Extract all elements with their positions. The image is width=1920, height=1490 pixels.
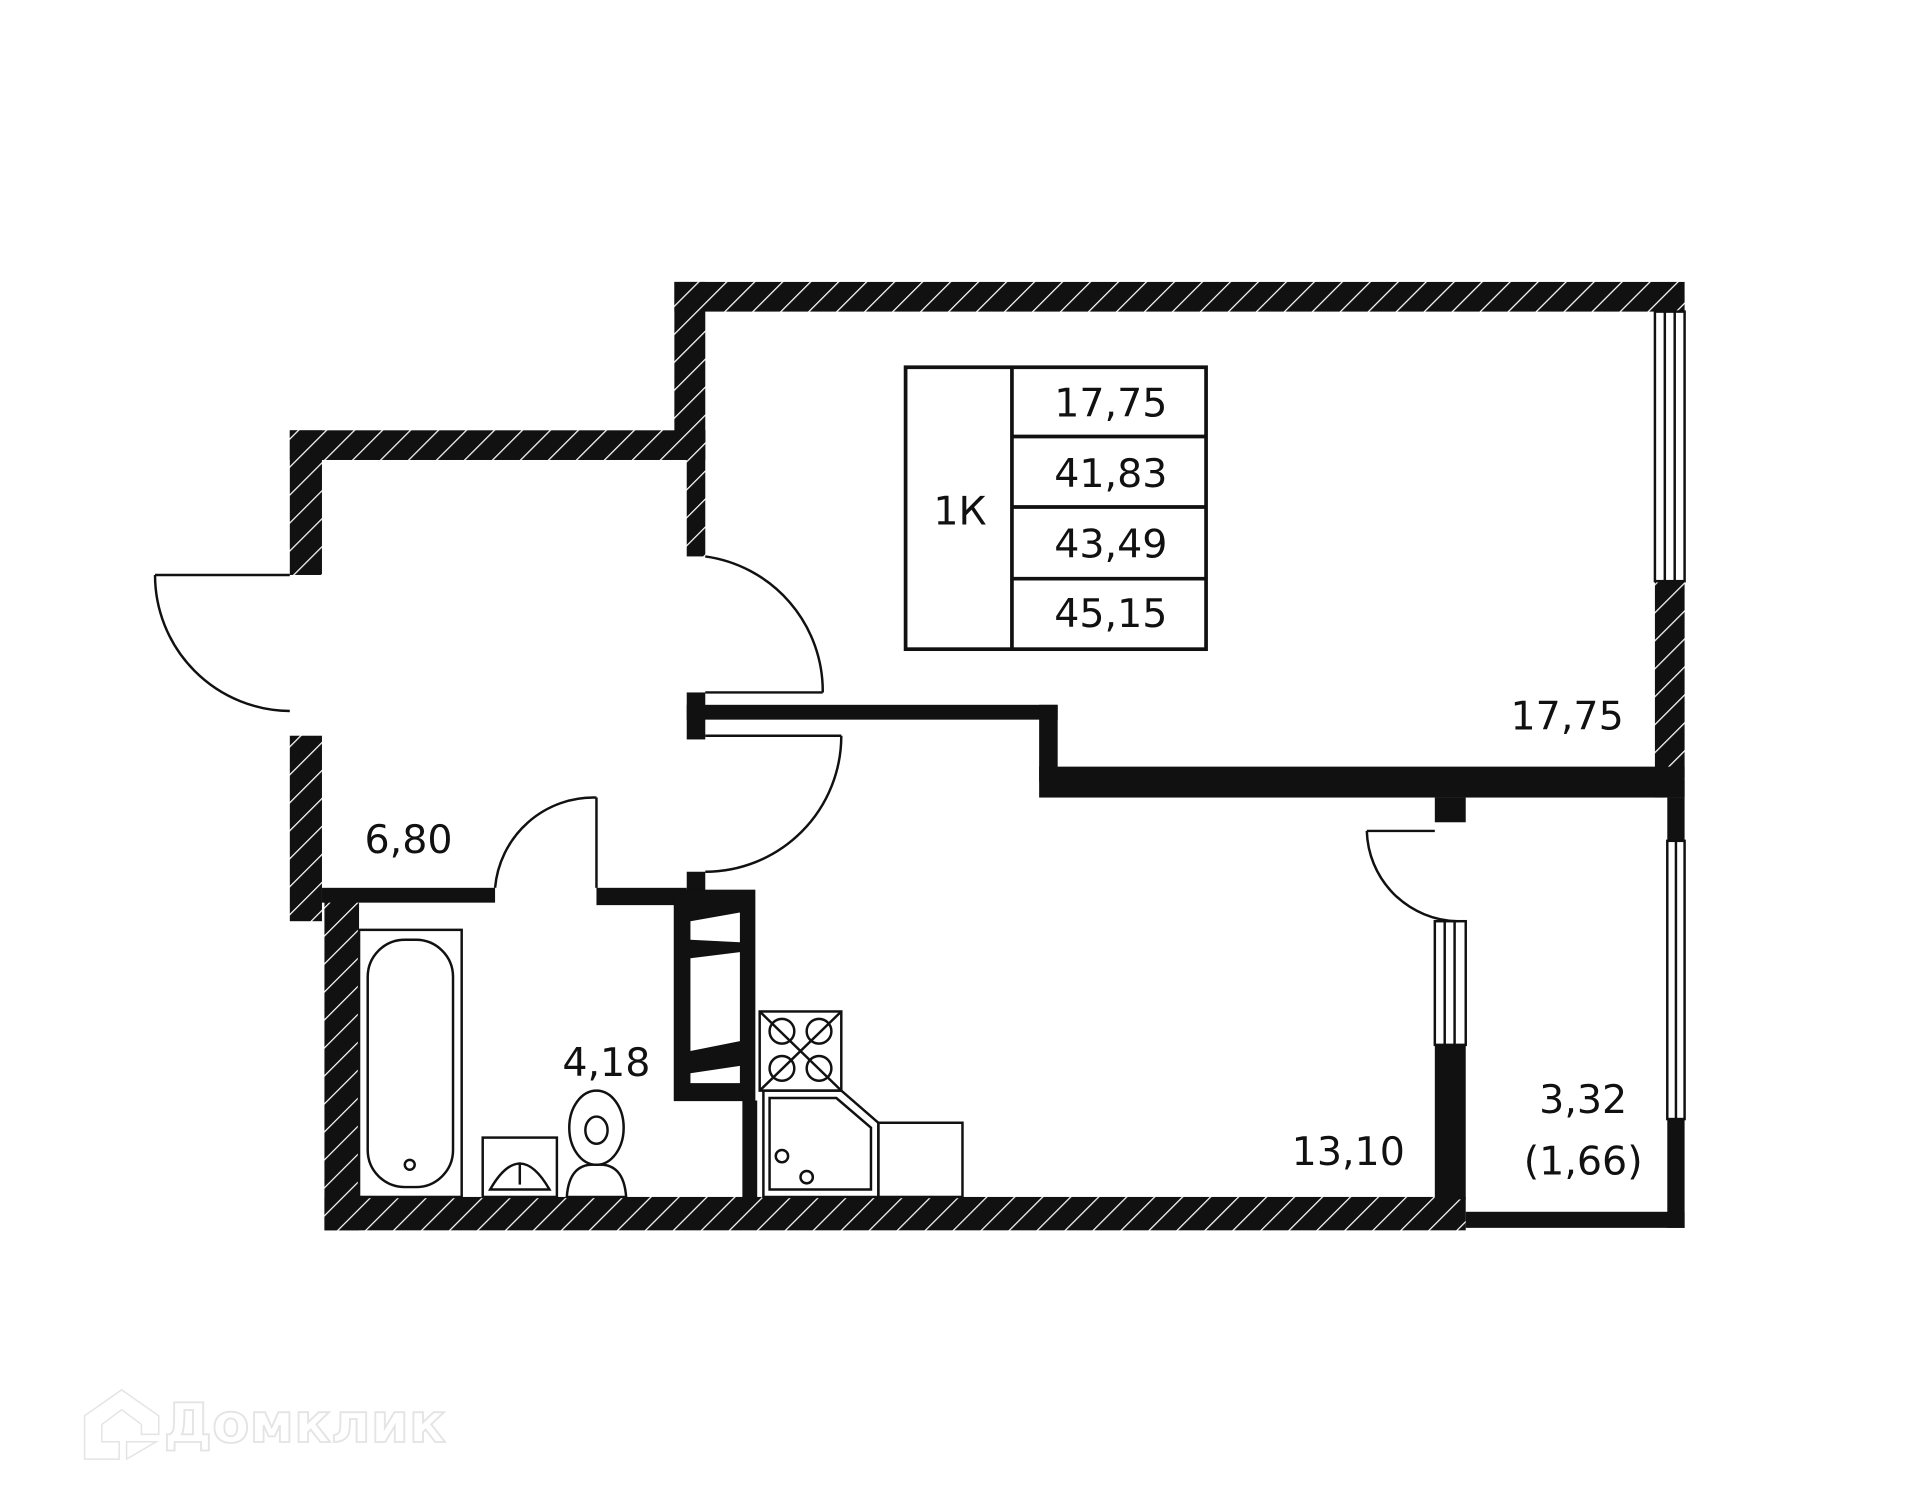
bathtub bbox=[357, 928, 463, 1199]
balcony-area: 3,32 bbox=[1539, 1077, 1627, 1123]
doors bbox=[153, 555, 1458, 923]
stove bbox=[758, 1010, 843, 1092]
living-room-door bbox=[705, 555, 824, 694]
watermark-logo: Домклик bbox=[83, 1388, 447, 1461]
walls bbox=[289, 281, 1685, 1231]
toilet bbox=[565, 1089, 628, 1199]
bathroom-door bbox=[493, 796, 598, 888]
fixtures bbox=[357, 928, 964, 1199]
bathroom-area: 4,18 bbox=[562, 1040, 650, 1086]
area-with-balcony: 45,15 bbox=[1054, 591, 1167, 637]
windows bbox=[1433, 310, 1686, 1121]
kitchen-door bbox=[705, 734, 843, 873]
hallway-area: 6,80 bbox=[364, 817, 452, 863]
apartment-type: 1К bbox=[933, 488, 986, 534]
kitchen-counter bbox=[877, 1121, 964, 1199]
balcony-reduced-area: (1,66) bbox=[1524, 1139, 1643, 1185]
kitchen-sink bbox=[762, 1089, 880, 1199]
ventilation-shaft bbox=[673, 889, 756, 1102]
area-total: 41,83 bbox=[1054, 451, 1167, 497]
house-logo-icon bbox=[83, 1388, 160, 1461]
washbasin bbox=[481, 1136, 559, 1199]
balcony-door bbox=[1365, 829, 1458, 923]
entrance-door bbox=[153, 573, 290, 713]
watermark-text: Домклик bbox=[164, 1392, 446, 1455]
area-living: 17,75 bbox=[1054, 381, 1167, 427]
living-room-area: 17,75 bbox=[1511, 694, 1624, 740]
interior-walls bbox=[321, 692, 1685, 1228]
kitchen-area: 13,10 bbox=[1292, 1129, 1405, 1175]
summary-table: 1К 17,75 41,83 43,49 45,15 bbox=[903, 365, 1208, 652]
area-with-reduced-balcony: 43,49 bbox=[1054, 522, 1167, 568]
